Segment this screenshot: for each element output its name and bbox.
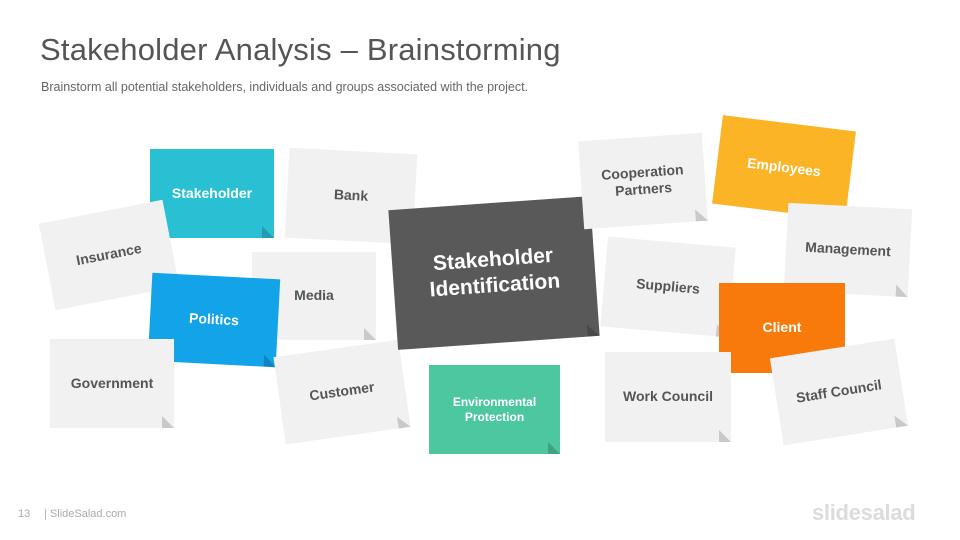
note-work-council: Work Council bbox=[605, 352, 731, 442]
fold-corner-icon bbox=[894, 413, 909, 428]
fold-corner-icon bbox=[586, 323, 600, 337]
note-customer: Customer bbox=[273, 339, 411, 445]
note-government: Government bbox=[50, 339, 174, 428]
note-government-label: Government bbox=[70, 374, 154, 391]
note-media-label: Media bbox=[294, 287, 334, 304]
note-insurance-label: Insurance bbox=[74, 240, 143, 269]
note-cooperation-partners: Cooperation Partners bbox=[578, 132, 708, 230]
note-stakeholder-identification: Stakeholder Identification bbox=[388, 196, 600, 350]
note-work-council-label: Work Council bbox=[623, 388, 713, 405]
environmental-label-line2: Protection bbox=[464, 409, 525, 424]
note-staff-council-label: Staff Council bbox=[794, 376, 883, 406]
fold-corner-icon bbox=[695, 208, 708, 222]
fold-corner-icon bbox=[262, 226, 274, 238]
note-employees-label: Employees bbox=[746, 154, 822, 180]
fold-corner-icon bbox=[895, 284, 909, 298]
page-subtitle: Brainstorm all potential stakeholders, i… bbox=[41, 80, 529, 94]
environmental-label: Environmental Protection bbox=[453, 395, 536, 425]
page-number: 13 bbox=[18, 508, 31, 520]
note-staff-council: Staff Council bbox=[769, 338, 909, 446]
page-title: Stakeholder Analysis – Brainstorming bbox=[40, 32, 561, 67]
note-management-label: Management bbox=[804, 239, 892, 260]
center-label-line2: Identification bbox=[428, 269, 561, 302]
fold-corner-icon bbox=[162, 416, 174, 428]
fold-corner-icon bbox=[396, 414, 411, 429]
cooperation-label-line2: Partners bbox=[614, 179, 673, 199]
center-label: Stakeholder Identification bbox=[427, 242, 561, 303]
note-client-label: Client bbox=[762, 319, 802, 336]
note-politics-label: Politics bbox=[188, 309, 240, 329]
fold-corner-icon bbox=[364, 328, 376, 340]
fold-corner-icon bbox=[719, 430, 731, 442]
note-suppliers-label: Suppliers bbox=[635, 275, 701, 298]
note-stakeholder: Stakeholder bbox=[150, 149, 274, 238]
note-customer-label: Customer bbox=[308, 378, 376, 404]
note-bank-label: Bank bbox=[333, 186, 369, 205]
cooperation-label: Cooperation Partners bbox=[601, 161, 686, 202]
note-employees: Employees bbox=[712, 115, 856, 220]
footer-site: | SlideSalad.com bbox=[44, 508, 127, 520]
fold-corner-icon bbox=[548, 442, 560, 454]
slidesalad-logo: slidesalad bbox=[812, 500, 916, 525]
note-suppliers: Suppliers bbox=[600, 236, 736, 338]
cooperation-label-line1: Cooperation bbox=[600, 160, 685, 183]
note-environmental-protection: Environmental Protection bbox=[429, 365, 560, 454]
environmental-label-line1: Environmental bbox=[452, 394, 537, 409]
note-stakeholder-label: Stakeholder bbox=[171, 184, 253, 201]
